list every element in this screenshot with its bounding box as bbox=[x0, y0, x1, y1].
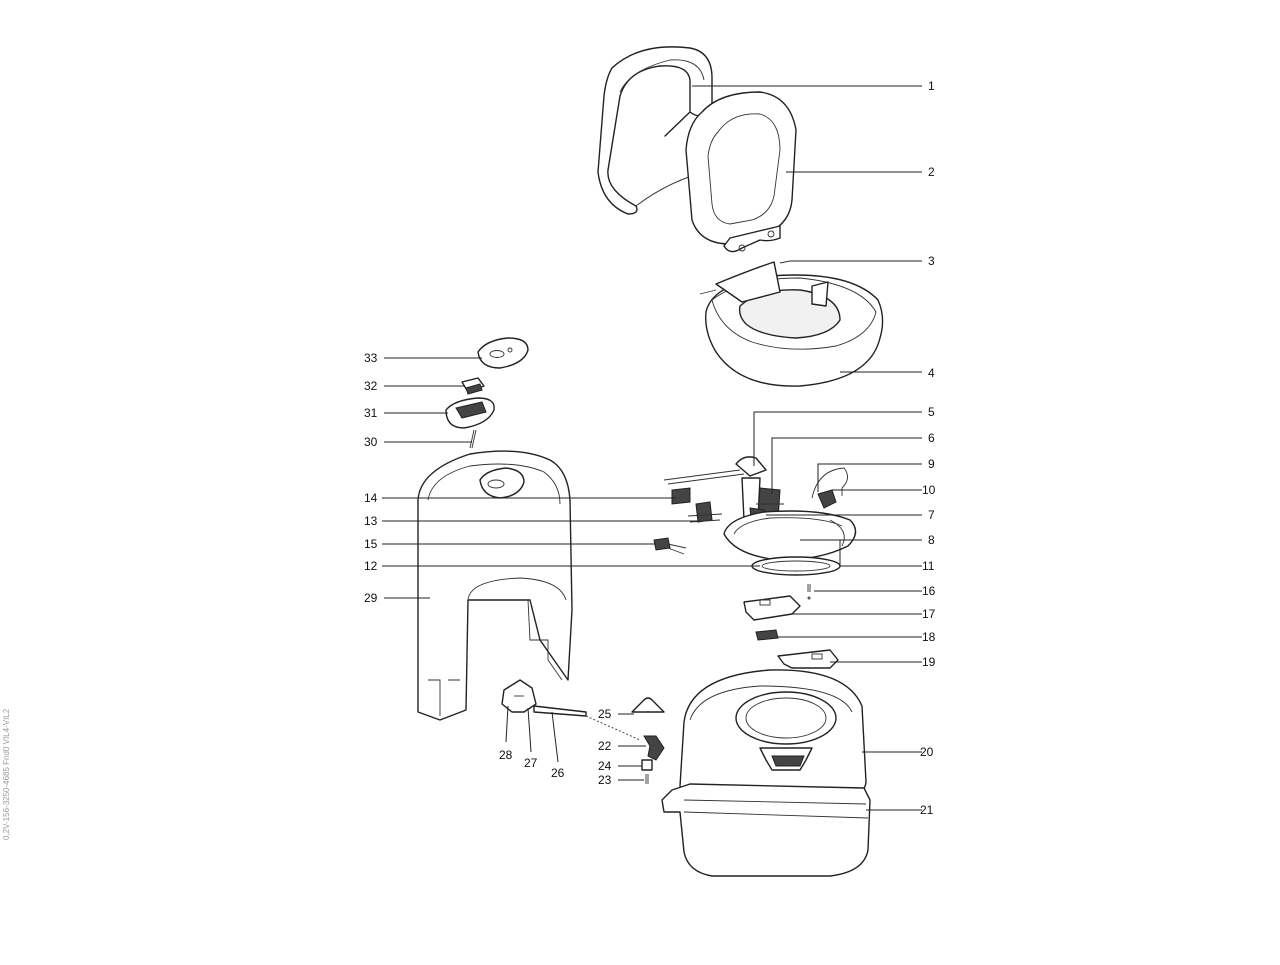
part-1-lid-frame bbox=[597, 46, 713, 215]
callout-25: 25 bbox=[598, 707, 612, 721]
part-18-block bbox=[755, 629, 779, 641]
callout-30: 30 bbox=[364, 435, 378, 449]
part-9-10-hose-fitting bbox=[811, 467, 848, 509]
callout-15: 15 bbox=[364, 537, 378, 551]
part-8-hose bbox=[723, 510, 857, 561]
callout-13: 13 bbox=[364, 514, 378, 528]
callout-3: 3 bbox=[928, 254, 935, 268]
callout-6: 6 bbox=[928, 431, 935, 445]
part-16-screw bbox=[807, 584, 811, 600]
callout-32: 32 bbox=[364, 379, 378, 393]
callout-31: 31 bbox=[364, 406, 378, 420]
part-30-pin bbox=[469, 429, 477, 449]
callout-20: 20 bbox=[920, 745, 934, 759]
part-15-connector bbox=[653, 537, 687, 555]
callout-14: 14 bbox=[364, 491, 378, 505]
part-11-seal bbox=[829, 519, 845, 547]
part-13-14-electrics bbox=[663, 469, 745, 523]
callout-labels: 1 2 3 4 5 6 7 8 9 10 11 12 13 14 15 16 1… bbox=[364, 79, 936, 817]
part-29-housing bbox=[417, 450, 573, 721]
callout-18: 18 bbox=[922, 630, 936, 644]
callout-24: 24 bbox=[598, 759, 612, 773]
callout-9: 9 bbox=[928, 457, 935, 471]
callout-17: 17 bbox=[922, 607, 936, 621]
part-26-28-linkage bbox=[501, 679, 641, 741]
part-2-seat-lid bbox=[685, 91, 797, 253]
callout-21: 21 bbox=[920, 803, 934, 817]
callout-16: 16 bbox=[922, 584, 936, 598]
callout-26: 26 bbox=[551, 766, 565, 780]
part-19-valve-blade bbox=[777, 649, 839, 669]
callout-4: 4 bbox=[928, 366, 935, 380]
part-22-lever bbox=[643, 735, 665, 761]
callout-12: 12 bbox=[364, 559, 378, 573]
part-24-nut bbox=[641, 759, 653, 771]
part-25-cap bbox=[631, 697, 665, 713]
part-32-button bbox=[461, 377, 485, 395]
callout-29: 29 bbox=[364, 591, 378, 605]
callout-1: 1 bbox=[928, 79, 935, 93]
callout-28: 28 bbox=[499, 748, 513, 762]
callout-8: 8 bbox=[928, 533, 935, 547]
part-20-tank-top bbox=[679, 669, 867, 809]
part-3-screws bbox=[699, 260, 791, 295]
callout-19: 19 bbox=[922, 655, 936, 669]
part-21-tank-body bbox=[661, 783, 871, 877]
part-23-screw bbox=[645, 774, 649, 784]
callout-22: 22 bbox=[598, 739, 612, 753]
callout-33: 33 bbox=[364, 351, 378, 365]
callout-11: 11 bbox=[922, 559, 935, 573]
callout-23: 23 bbox=[598, 773, 612, 787]
part-33-cover-plate bbox=[477, 337, 529, 369]
callout-2: 2 bbox=[928, 165, 935, 179]
callout-7: 7 bbox=[928, 508, 935, 522]
part-17-slide-plate bbox=[743, 595, 801, 621]
callout-27: 27 bbox=[524, 756, 538, 770]
part-31-button-housing bbox=[445, 397, 495, 429]
side-reference-code: 0,2V-156-3250-4685 Fnd0 VIL4-VIL2 bbox=[2, 708, 11, 840]
callout-5: 5 bbox=[928, 405, 935, 419]
part-12-gasket bbox=[751, 556, 841, 576]
part-4-bowl-top bbox=[705, 261, 884, 387]
leader-lines bbox=[382, 85, 922, 811]
callout-10: 10 bbox=[922, 483, 936, 497]
